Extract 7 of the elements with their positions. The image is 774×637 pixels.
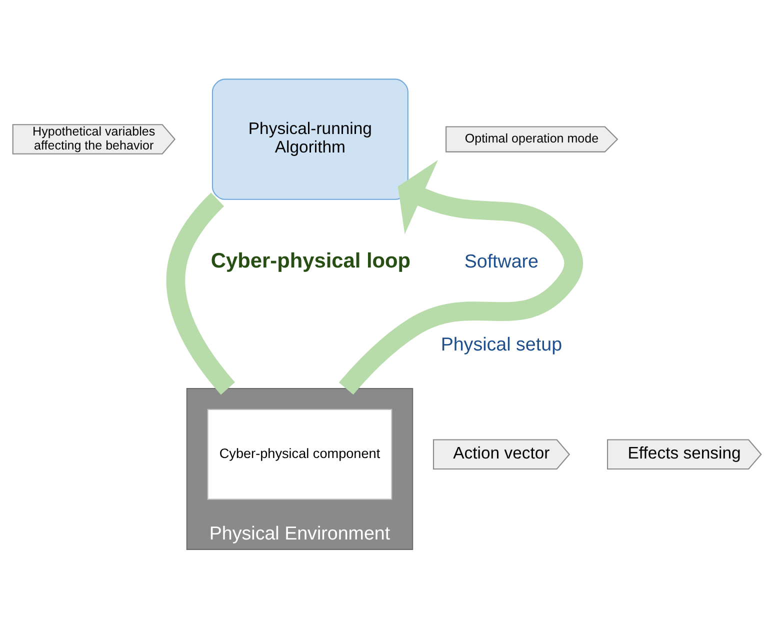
- label: Cyber-physical loop: [210, 249, 411, 272]
- connector: [166, 192, 236, 395]
- arrow: [338, 160, 583, 395]
- node-box: Physical-running Algorithm: [212, 78, 408, 200]
- node-box: Cyber-physical component: [207, 408, 392, 500]
- label: Physical setup: [440, 333, 562, 354]
- label: Software: [464, 250, 539, 272]
